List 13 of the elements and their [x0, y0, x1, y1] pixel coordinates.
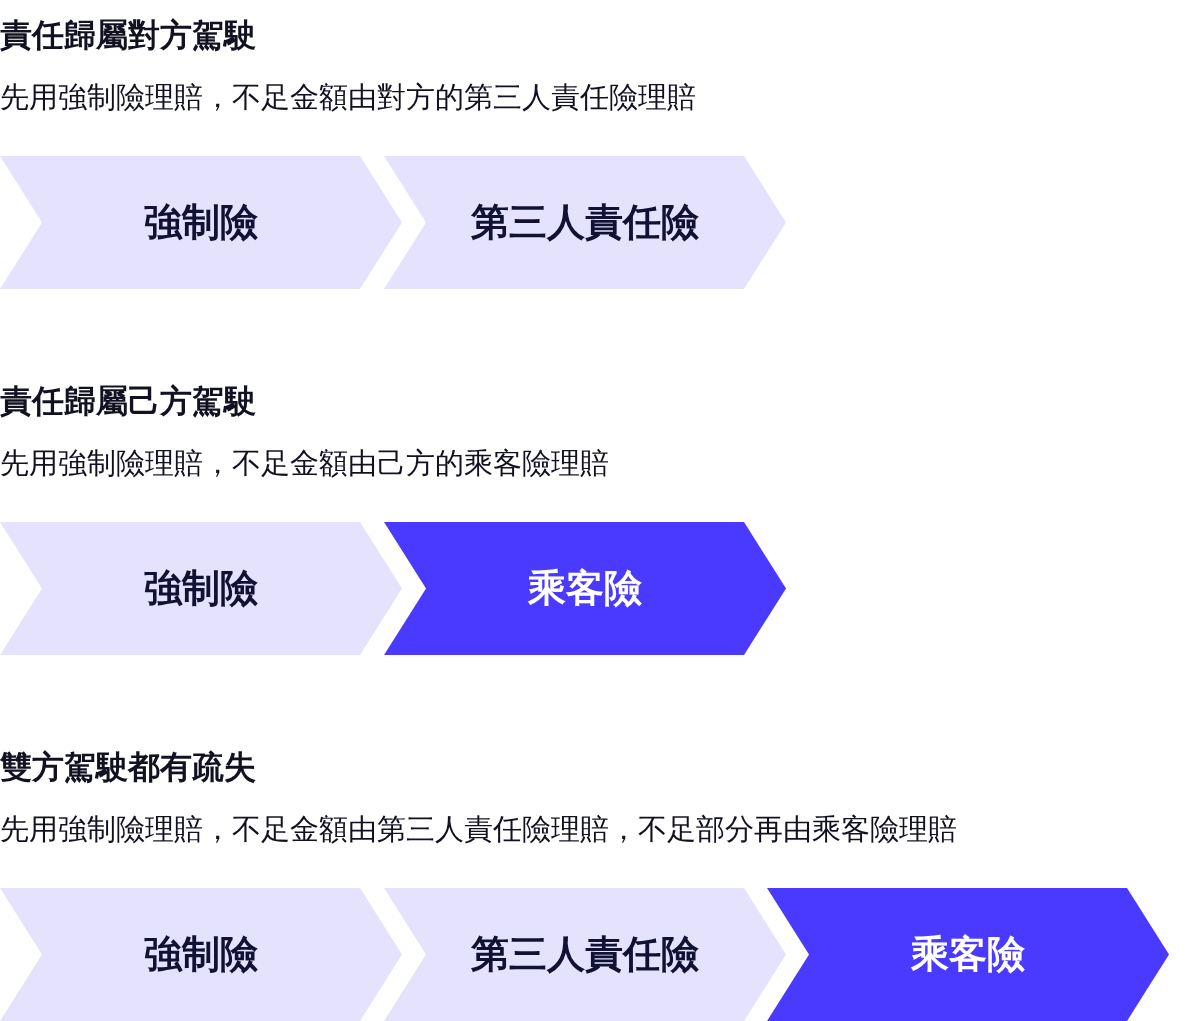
- chevron-step: 強制險: [0, 156, 402, 289]
- chevron-step: 第三人責任險: [384, 888, 786, 1021]
- section-heading: 雙方駕駛都有疏失: [0, 747, 256, 788]
- chevron-step: 乘客險: [384, 522, 786, 655]
- description-text: 先用強制險理賠，不足金額由己方的乘客險理賠: [0, 445, 609, 482]
- description-text: 先用強制險理賠，不足金額由對方的第三人責任險理賠: [0, 79, 696, 116]
- section-heading: 責任歸屬己方駕駛: [0, 381, 256, 422]
- chevron-step: 強制險: [0, 888, 402, 1021]
- section-heading: 責任歸屬對方駕駛: [0, 15, 256, 56]
- chevron-step: 乘客險: [767, 888, 1169, 1021]
- description-text: 先用強制險理賠，不足金額由第三人責任險理賠，不足部分再由乘客險理賠: [0, 811, 957, 848]
- chevron-step: 第三人責任險: [384, 156, 786, 289]
- chevron-step: 強制險: [0, 522, 402, 655]
